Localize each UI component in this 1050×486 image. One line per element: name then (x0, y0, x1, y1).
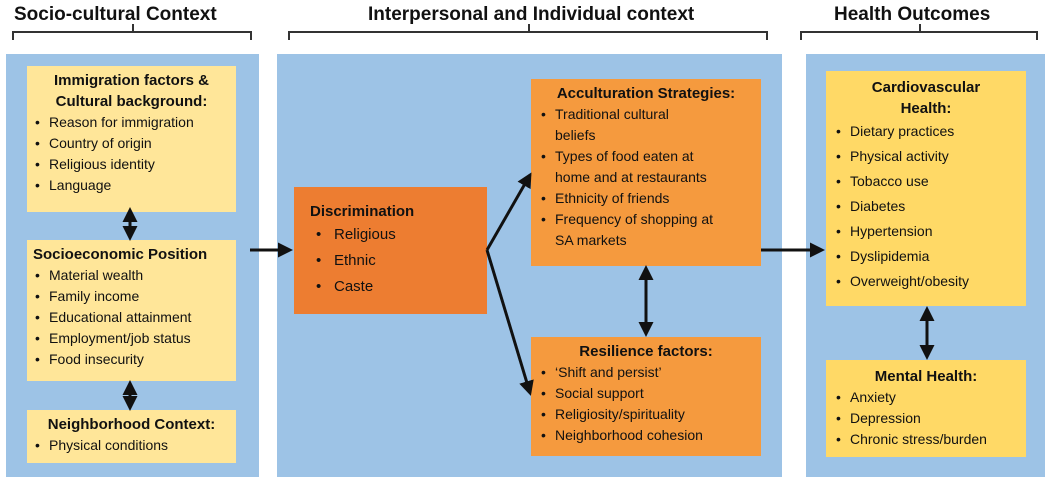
list-item: Hypertension (834, 219, 1018, 244)
discrimination-to-resilience-arrow (485, 249, 534, 396)
cardiovascular-title-line1: Cardiovascular (871, 79, 981, 96)
health-outcomes-title: Health Outcomes (834, 4, 991, 25)
socioeconomic-title: Socioeconomic Position (33, 246, 208, 263)
list-item: Overweight/obesity (834, 269, 1018, 294)
resilience-box: Resilience factors: ‘Shift and persist’ … (531, 337, 761, 456)
item-line: SA markets (555, 232, 627, 248)
immigration-factors-box: Immigration factors & Cultural backgroun… (27, 66, 236, 212)
list-item: Dietary practices (834, 119, 1018, 144)
health-outcomes-bracket (800, 24, 1038, 40)
list-item: Anxiety (834, 387, 1018, 408)
interpersonal-title: Interpersonal and Individual context (368, 4, 695, 25)
discrimination-box: Discrimination Religious Ethnic Caste (294, 187, 487, 314)
list-item: Social support (539, 383, 753, 404)
discrimination-list: Religious Ethnic Caste (310, 222, 471, 300)
socio-cultural-bracket (12, 24, 252, 40)
cardiovascular-box: Cardiovascular Health: Dietary practices… (826, 71, 1026, 306)
acculturation-title: Acculturation Strategies: (556, 85, 736, 102)
list-item: Educational attainment (33, 307, 230, 328)
list-item: Ethnic (310, 248, 471, 274)
list-item: Religious identity (33, 154, 230, 175)
item-line: Types of food eaten at (555, 148, 694, 164)
list-item: Dyslipidemia (834, 244, 1018, 269)
resilience-list: ‘Shift and persist’ Social support Relig… (539, 362, 753, 446)
immigration-title-line1: Immigration factors & (53, 72, 210, 89)
item-line: Ethnicity of friends (555, 190, 670, 206)
list-item: Religious (310, 222, 471, 248)
cardiovascular-list: Dietary practices Physical activity Toba… (834, 119, 1018, 294)
list-item: Physical conditions (33, 435, 230, 456)
list-item: Traditional cultural beliefs (539, 104, 753, 146)
resilience-title: Resilience factors: (579, 343, 713, 360)
immigration-list: Reason for immigration Country of origin… (33, 112, 230, 196)
discrimination-title: Discrimination (310, 203, 415, 220)
list-item: Chronic stress/burden (834, 429, 1018, 450)
socioeconomic-list: Material wealth Family income Educationa… (33, 265, 230, 370)
mental-health-box: Mental Health: Anxiety Depression Chroni… (826, 360, 1026, 457)
item-line: home and at restaurants (555, 169, 707, 185)
list-item: Frequency of shopping at SA markets (539, 209, 753, 251)
list-item: Material wealth (33, 265, 230, 286)
list-item: Tobacco use (834, 169, 1018, 194)
neighborhood-box: Neighborhood Context: Physical condition… (27, 410, 236, 463)
item-line: beliefs (555, 127, 596, 143)
list-item: Caste (310, 274, 471, 300)
item-line: Frequency of shopping at (555, 211, 713, 227)
neighborhood-list: Physical conditions (33, 435, 230, 456)
interpersonal-bracket (288, 24, 768, 40)
discrimination-to-acculturation-arrow (485, 172, 532, 251)
list-item: Employment/job status (33, 328, 230, 349)
immigration-title-line2: Cultural background: (55, 93, 208, 110)
list-item: Food insecurity (33, 349, 230, 370)
mental-health-title: Mental Health: (874, 368, 978, 385)
list-item: Physical activity (834, 144, 1018, 169)
list-item: Depression (834, 408, 1018, 429)
mental-health-list: Anxiety Depression Chronic stress/burden (834, 387, 1018, 450)
list-item: Ethnicity of friends (539, 188, 753, 209)
neighborhood-title: Neighborhood Context: (47, 416, 216, 433)
list-item: Family income (33, 286, 230, 307)
list-item: Language (33, 175, 230, 196)
list-item: Country of origin (33, 133, 230, 154)
list-item: Diabetes (834, 194, 1018, 219)
socioeconomic-box: Socioeconomic Position Material wealth F… (27, 240, 236, 381)
list-item: Religiosity/spirituality (539, 404, 753, 425)
list-item: ‘Shift and persist’ (539, 362, 753, 383)
cardiovascular-title-line2: Health: (900, 100, 952, 117)
socio-cultural-title: Socio-cultural Context (14, 4, 217, 25)
item-line: Traditional cultural (555, 106, 669, 122)
list-item: Types of food eaten at home and at resta… (539, 146, 753, 188)
list-item: Neighborhood cohesion (539, 425, 753, 446)
acculturation-list: Traditional cultural beliefs Types of fo… (539, 104, 753, 251)
acculturation-box: Acculturation Strategies: Traditional cu… (531, 79, 761, 266)
list-item: Reason for immigration (33, 112, 230, 133)
